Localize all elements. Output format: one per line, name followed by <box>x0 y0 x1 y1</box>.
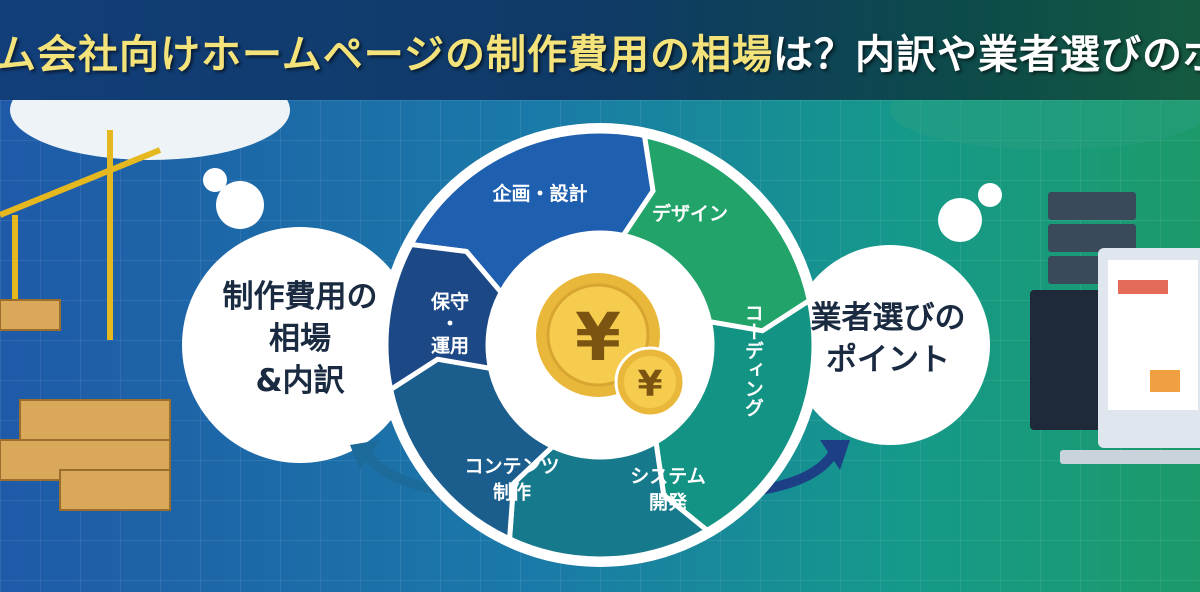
left-bubble-line: 制作費用の <box>222 279 378 316</box>
left-bubble-shape <box>182 227 418 463</box>
right-bubble-shape <box>790 245 990 445</box>
segment-label-maintenance: 保守・運用 <box>430 291 470 358</box>
cycle-segment-coding <box>653 296 817 534</box>
segment-label-line: 運用 <box>430 334 470 357</box>
left-bubble-line: &内訳 <box>255 362 345 399</box>
segment-label-content: コンテンツ制作 <box>464 454 559 505</box>
left-bubble-text: 制作費用の 相場 &内訳 <box>223 277 378 403</box>
right-bubble-line: ポイント <box>826 342 950 378</box>
lumber-stack-illustration <box>0 299 171 511</box>
cycle-segment-maintenance <box>383 241 505 394</box>
right-bubble-line: 業者選びの <box>810 300 966 337</box>
segment-label-line: 制作 <box>492 481 532 503</box>
left-bubble-line: 相場 <box>269 321 331 358</box>
segment-label-line: 開発 <box>648 491 687 513</box>
segment-label-line: コンテンツ <box>464 455 560 478</box>
laptop-illustration <box>1030 248 1200 464</box>
segment-label-coding: コーディング <box>741 303 764 417</box>
segment-label-line: システム <box>630 465 706 488</box>
svg-text:¥: ¥ <box>575 299 621 376</box>
title-banner: ム会社向けホームページの制作費用の相場は？内訳や業者選びのポ <box>0 0 1200 100</box>
svg-text:¥: ¥ <box>637 364 662 405</box>
title-rest: は？内訳や業者選びのポ <box>773 32 1200 78</box>
right-bubble-text: 業者選びの ポイント <box>811 298 966 382</box>
title-highlight: ム会社向けホームページの制作費用の相場 <box>0 32 773 78</box>
segment-label-design: デザイン <box>651 203 729 226</box>
segment-label-planning: 企画・設計 <box>492 183 588 206</box>
yen-coin-icon: ¥ ¥ <box>536 273 686 418</box>
segment-label-line: 保守 <box>430 291 470 314</box>
segment-label-system-dev: システム開発 <box>630 464 705 515</box>
segment-label-line: ・ <box>440 313 460 336</box>
page-title: ム会社向けホームページの制作費用の相場は？内訳や業者選びのポ <box>0 22 1200 80</box>
